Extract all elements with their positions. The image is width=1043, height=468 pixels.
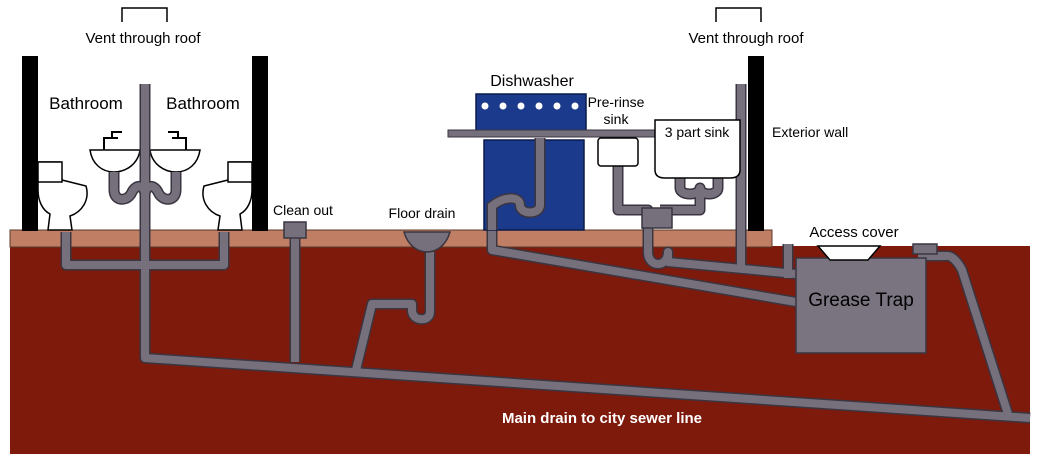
access-cover-label: Access cover bbox=[809, 224, 898, 241]
counter-shelf bbox=[447, 129, 667, 138]
floor-slab bbox=[9, 229, 773, 248]
bathroom-wall-right bbox=[252, 56, 268, 231]
clean-out-cap-icon bbox=[283, 221, 307, 239]
prerinse-sink bbox=[597, 137, 639, 167]
vent-left-label: Vent through roof bbox=[85, 30, 201, 47]
bathroom-sink-right bbox=[149, 131, 201, 173]
exterior-wall bbox=[748, 56, 764, 231]
prerinse-label-line2: sink bbox=[604, 111, 630, 127]
bathroom-wall-left bbox=[22, 56, 38, 231]
three-part-sink bbox=[654, 119, 741, 179]
floor-drain-label: Floor drain bbox=[389, 205, 456, 221]
grease-trap-label: Grease Trap bbox=[808, 290, 914, 311]
interceptor-fitting bbox=[641, 207, 673, 229]
floor-drain-icon bbox=[403, 231, 451, 253]
bathroom-left-label: Bathroom bbox=[49, 94, 123, 113]
bathroom-right-label: Bathroom bbox=[166, 94, 240, 113]
access-cover-icon bbox=[816, 245, 882, 261]
toilet-left bbox=[37, 161, 88, 231]
vent-left-icon bbox=[121, 7, 168, 22]
prerinse-label-line1: Pre-rinse bbox=[588, 94, 645, 110]
exterior-wall-label: Exterior wall bbox=[772, 124, 848, 140]
vent-right-icon bbox=[715, 7, 762, 22]
dishwasher-drain-pipe-fill bbox=[488, 138, 544, 230]
vent-right-label: Vent through roof bbox=[688, 30, 804, 47]
grease-trap bbox=[795, 257, 927, 354]
clean-out-label: Clean out bbox=[273, 202, 333, 218]
main-drain-label: Main drain to city sewer line bbox=[502, 410, 702, 427]
three-part-sink-label: 3 part sink bbox=[665, 124, 731, 140]
bathroom-sink-left bbox=[89, 131, 141, 173]
trap-vent-cap-icon bbox=[912, 243, 938, 255]
dishwasher-label: Dishwasher bbox=[490, 73, 574, 90]
toilet-right bbox=[202, 161, 253, 231]
